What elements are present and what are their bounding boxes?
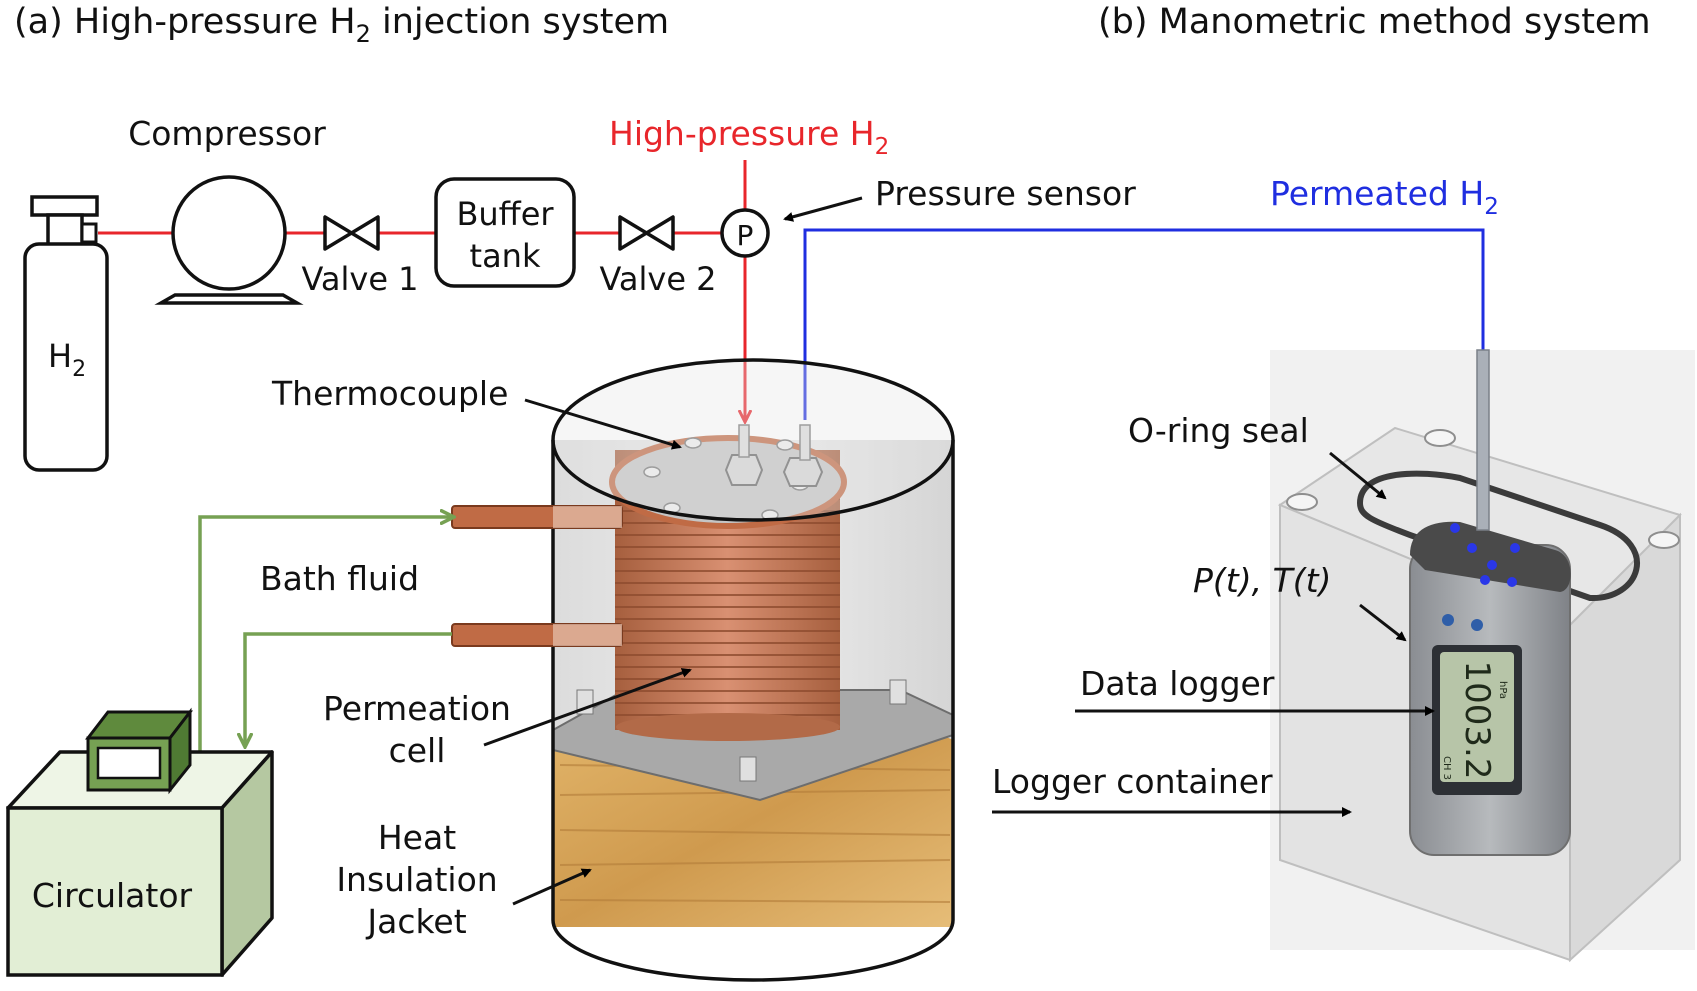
permeation-cell-assembly bbox=[451, 358, 955, 982]
compressor-label: Compressor bbox=[128, 114, 326, 153]
p-t-arrow bbox=[1359, 603, 1407, 642]
circulator-label: Circulator bbox=[32, 876, 193, 915]
panel-b-title: (b) Manometric method system bbox=[1098, 2, 1651, 42]
bath-fluid-label: Bath fluid bbox=[260, 559, 419, 598]
permeated-h2-label: Permeated H2 bbox=[1270, 174, 1499, 220]
permeation-cell-label-line1: Permeation bbox=[323, 689, 511, 728]
logger-unit: hPa bbox=[1497, 681, 1508, 699]
logger-container-label: Logger container bbox=[992, 762, 1273, 801]
high-pressure-h2-label: High-pressure H2 bbox=[609, 114, 889, 160]
permeation-cell-arrow bbox=[483, 668, 692, 747]
pressure-sensor-label: Pressure sensor bbox=[875, 174, 1136, 213]
panel-a-title: (a) High-pressure H2 injection system bbox=[14, 2, 669, 48]
heat-jacket-label-line2: Insulation bbox=[336, 860, 497, 899]
buffer-tank: Buffer tank bbox=[434, 177, 576, 288]
compressor: Compressor bbox=[128, 114, 326, 305]
heat-jacket-label-line3: Jacket bbox=[365, 902, 466, 941]
pressure-sensor-symbol: P bbox=[737, 219, 754, 252]
o-ring-seal-arrow bbox=[1329, 451, 1387, 500]
permeation-cell-label-line2: cell bbox=[389, 731, 446, 770]
bath-fluid-lines bbox=[198, 517, 452, 752]
logger-reading: 1003.2 bbox=[1457, 661, 1497, 780]
logger-channel: CH 3 bbox=[1441, 756, 1452, 780]
heat-jacket-arrow bbox=[512, 868, 592, 906]
buffer-tank-label-line2: tank bbox=[470, 237, 541, 275]
data-logger-label: Data logger bbox=[1080, 664, 1275, 703]
heat-jacket-label-line1: Heat bbox=[378, 818, 456, 857]
circulator: Circulator bbox=[6, 707, 274, 977]
p-t-label: P(t), T(t) bbox=[1193, 561, 1331, 600]
permeated-gas-dots bbox=[1450, 523, 1520, 587]
logger-container: 1003.2 hPa CH 3 bbox=[1270, 349, 1695, 963]
o-ring-seal-label: O-ring seal bbox=[1128, 411, 1309, 450]
valve-1: Valve 1 bbox=[301, 215, 419, 298]
thermocouple-arrow bbox=[524, 398, 682, 450]
valve-2-label: Valve 2 bbox=[599, 260, 716, 298]
valve-1-label: Valve 1 bbox=[301, 260, 418, 298]
buffer-tank-label-line1: Buffer bbox=[456, 195, 554, 233]
valve-2: Valve 2 bbox=[599, 215, 717, 298]
h2-cylinder-label: H2 bbox=[48, 337, 86, 382]
thermocouple-label: Thermocouple bbox=[271, 374, 508, 413]
h2-cylinder: H2 bbox=[23, 195, 109, 472]
pressure-sensor: P Pressure sensor bbox=[720, 174, 1136, 258]
